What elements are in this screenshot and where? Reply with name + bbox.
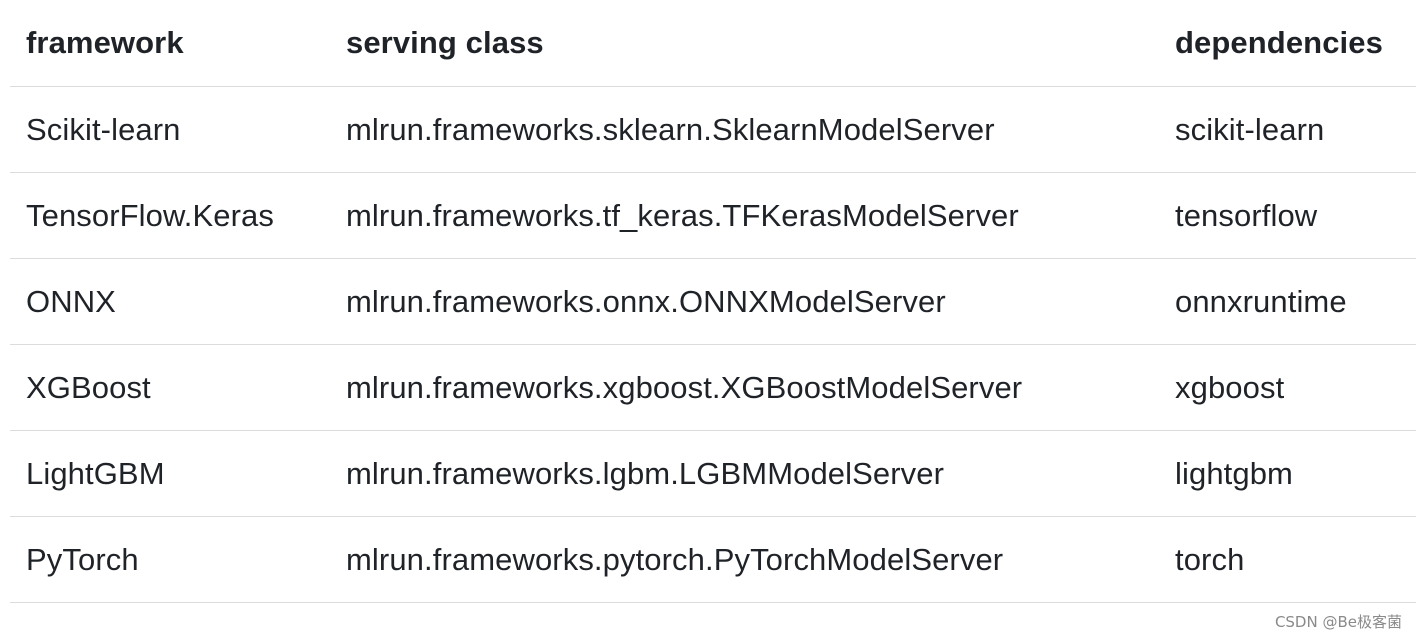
table-row: PyTorch mlrun.frameworks.pytorch.PyTorch… [10, 517, 1416, 603]
header-dependencies: dependencies [1175, 25, 1383, 60]
table-row: Scikit-learn mlrun.frameworks.sklearn.Sk… [10, 87, 1416, 173]
serving-class-cell: mlrun.frameworks.pytorch.PyTorchModelSer… [346, 541, 1004, 577]
framework-cell: ONNX [26, 283, 116, 319]
framework-cell: LightGBM [26, 455, 165, 491]
serving-class-cell: mlrun.frameworks.tf_keras.TFKerasModelSe… [346, 197, 1019, 233]
serving-class-cell: mlrun.frameworks.onnx.ONNXModelServer [346, 283, 946, 319]
dependencies-cell: scikit-learn [1175, 111, 1325, 147]
dependencies-cell: torch [1175, 541, 1245, 577]
framework-cell: TensorFlow.Keras [26, 197, 274, 233]
frameworks-table: framework serving class dependencies Sci… [10, 0, 1416, 603]
watermark: CSDN @Be极客菌 [1274, 613, 1402, 631]
table-row: LightGBM mlrun.frameworks.lgbm.LGBMModel… [10, 431, 1416, 517]
dependencies-cell: lightgbm [1175, 455, 1293, 491]
serving-class-cell: mlrun.frameworks.xgboost.XGBoostModelSer… [346, 369, 1023, 405]
framework-cell: Scikit-learn [26, 111, 181, 147]
dependencies-cell: onnxruntime [1175, 283, 1347, 319]
header-framework: framework [26, 25, 184, 60]
table-row: TensorFlow.Keras mlrun.frameworks.tf_ker… [10, 173, 1416, 259]
table-row: ONNX mlrun.frameworks.onnx.ONNXModelServ… [10, 259, 1416, 345]
dependencies-cell: tensorflow [1175, 197, 1318, 233]
framework-cell: XGBoost [26, 369, 151, 405]
table-row: XGBoost mlrun.frameworks.xgboost.XGBoost… [10, 345, 1416, 431]
framework-cell: PyTorch [26, 541, 139, 577]
dependencies-cell: xgboost [1175, 369, 1285, 405]
serving-class-cell: mlrun.frameworks.sklearn.SklearnModelSer… [346, 111, 995, 147]
table-header-row: framework serving class dependencies [10, 0, 1416, 87]
serving-class-cell: mlrun.frameworks.lgbm.LGBMModelServer [346, 455, 945, 491]
header-serving-class: serving class [346, 25, 544, 60]
